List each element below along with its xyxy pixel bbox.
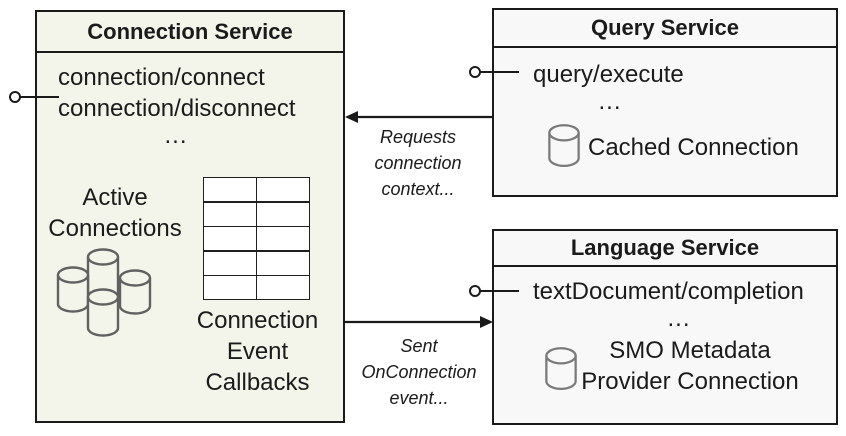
table-cell [257, 251, 309, 275]
query-service-title: Query Service [494, 10, 836, 48]
table-cell [204, 202, 256, 226]
language-service-box: Language Service textDocument/completion… [492, 229, 838, 425]
connection-service-title: Connection Service [37, 12, 343, 53]
table-cell [204, 251, 256, 275]
table-grid-icon [203, 177, 310, 300]
method-connection-connect: connection/connect [58, 64, 265, 91]
query-service-box: Query Service query/execute ... Cached C… [492, 8, 838, 197]
database-icon [548, 124, 580, 167]
database-cluster-icon [56, 248, 152, 337]
language-methods-ellipsis: ... [667, 305, 691, 332]
table-cell [204, 178, 256, 201]
table-cell [257, 227, 309, 250]
onconnection-event-arrow [343, 316, 493, 328]
table-cell [257, 276, 309, 299]
smo-metadata-label: SMO Metadata Provider Connection [581, 337, 799, 395]
callbacks-label: Connection Event Callbacks [196, 307, 319, 396]
database-icon [545, 347, 577, 390]
connection-methods-list: connection/connect connection/disconnect… [58, 62, 296, 149]
cached-connection-label: Cached Connection [588, 134, 799, 161]
query-methods-ellipsis: ... [598, 88, 622, 115]
connection-methods-ellipsis: ... [164, 122, 188, 149]
table-cell [257, 178, 309, 201]
language-service-title: Language Service [494, 231, 836, 267]
language-methods-list: textDocument/completion ... [533, 276, 833, 331]
table-cell [204, 227, 256, 250]
method-query-execute: query/execute [533, 61, 684, 88]
active-connections-label: Active Connections [48, 184, 182, 242]
query-methods-list: query/execute ... [533, 59, 693, 114]
method-textdocument-completion: textDocument/completion [533, 278, 804, 305]
method-connection-disconnect: connection/disconnect [58, 95, 296, 122]
connection-service-box: Connection Service connection/connect co… [35, 10, 345, 423]
table-cell [257, 202, 309, 226]
table-cell [204, 276, 256, 299]
requests-connection-context-label: Requests connection context... [374, 127, 462, 199]
requests-connection-arrow [345, 111, 492, 123]
sent-onconnection-event-label: Sent OnConnection event... [361, 336, 477, 408]
